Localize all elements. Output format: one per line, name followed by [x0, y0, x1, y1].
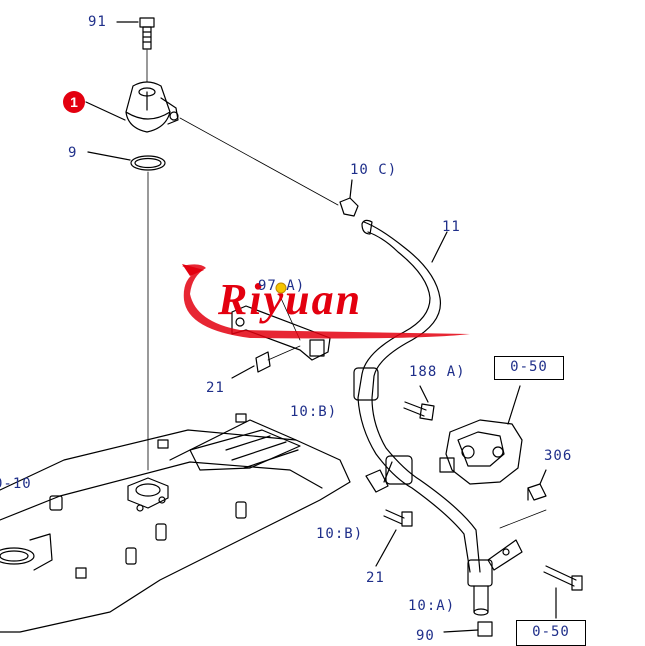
pump-assembly	[439, 385, 523, 485]
bolt-90	[443, 621, 493, 637]
label-0-10: 0-10	[0, 476, 32, 492]
cylinder-head-cover	[0, 413, 351, 633]
logo-watermark	[182, 264, 470, 339]
part-1-callout[interactable]: 1	[63, 91, 85, 113]
clamp-10b-mid	[365, 461, 413, 567]
bolt-188	[403, 385, 435, 421]
label-91: 91	[88, 14, 107, 30]
label-9: 9	[68, 145, 78, 161]
label-21-bottom: 21	[366, 570, 385, 586]
hose-11	[353, 219, 493, 616]
label-10c: 10 C)	[350, 162, 398, 178]
ref-box-top-right-label: 0-50	[510, 359, 548, 375]
label-97a: 97 A)	[258, 278, 306, 294]
label-306: 306	[544, 448, 573, 464]
label-10b-top: 10:B)	[290, 404, 338, 420]
label-90: 90	[416, 628, 435, 644]
label-11: 11	[442, 219, 461, 235]
ref-box-top-right[interactable]: 0-50	[494, 356, 564, 380]
spacer-306	[499, 469, 547, 529]
label-21-top: 21	[206, 380, 225, 396]
bolt-91	[116, 17, 155, 83]
label-10a: 10:A)	[408, 598, 456, 614]
housing-part-1	[85, 81, 179, 133]
ref-box-bottom-right-label: 0-50	[532, 624, 570, 640]
label-10b-mid: 10:B)	[316, 526, 364, 542]
ref-box-bottom-right[interactable]: 0-50	[516, 620, 586, 646]
watermark-text: Riyuan	[218, 275, 363, 324]
label-188a: 188 A)	[409, 364, 466, 380]
marker-dot	[275, 282, 287, 294]
lower-bracket	[487, 539, 583, 619]
clamp-10c	[339, 179, 359, 217]
o-ring-9	[87, 151, 166, 471]
